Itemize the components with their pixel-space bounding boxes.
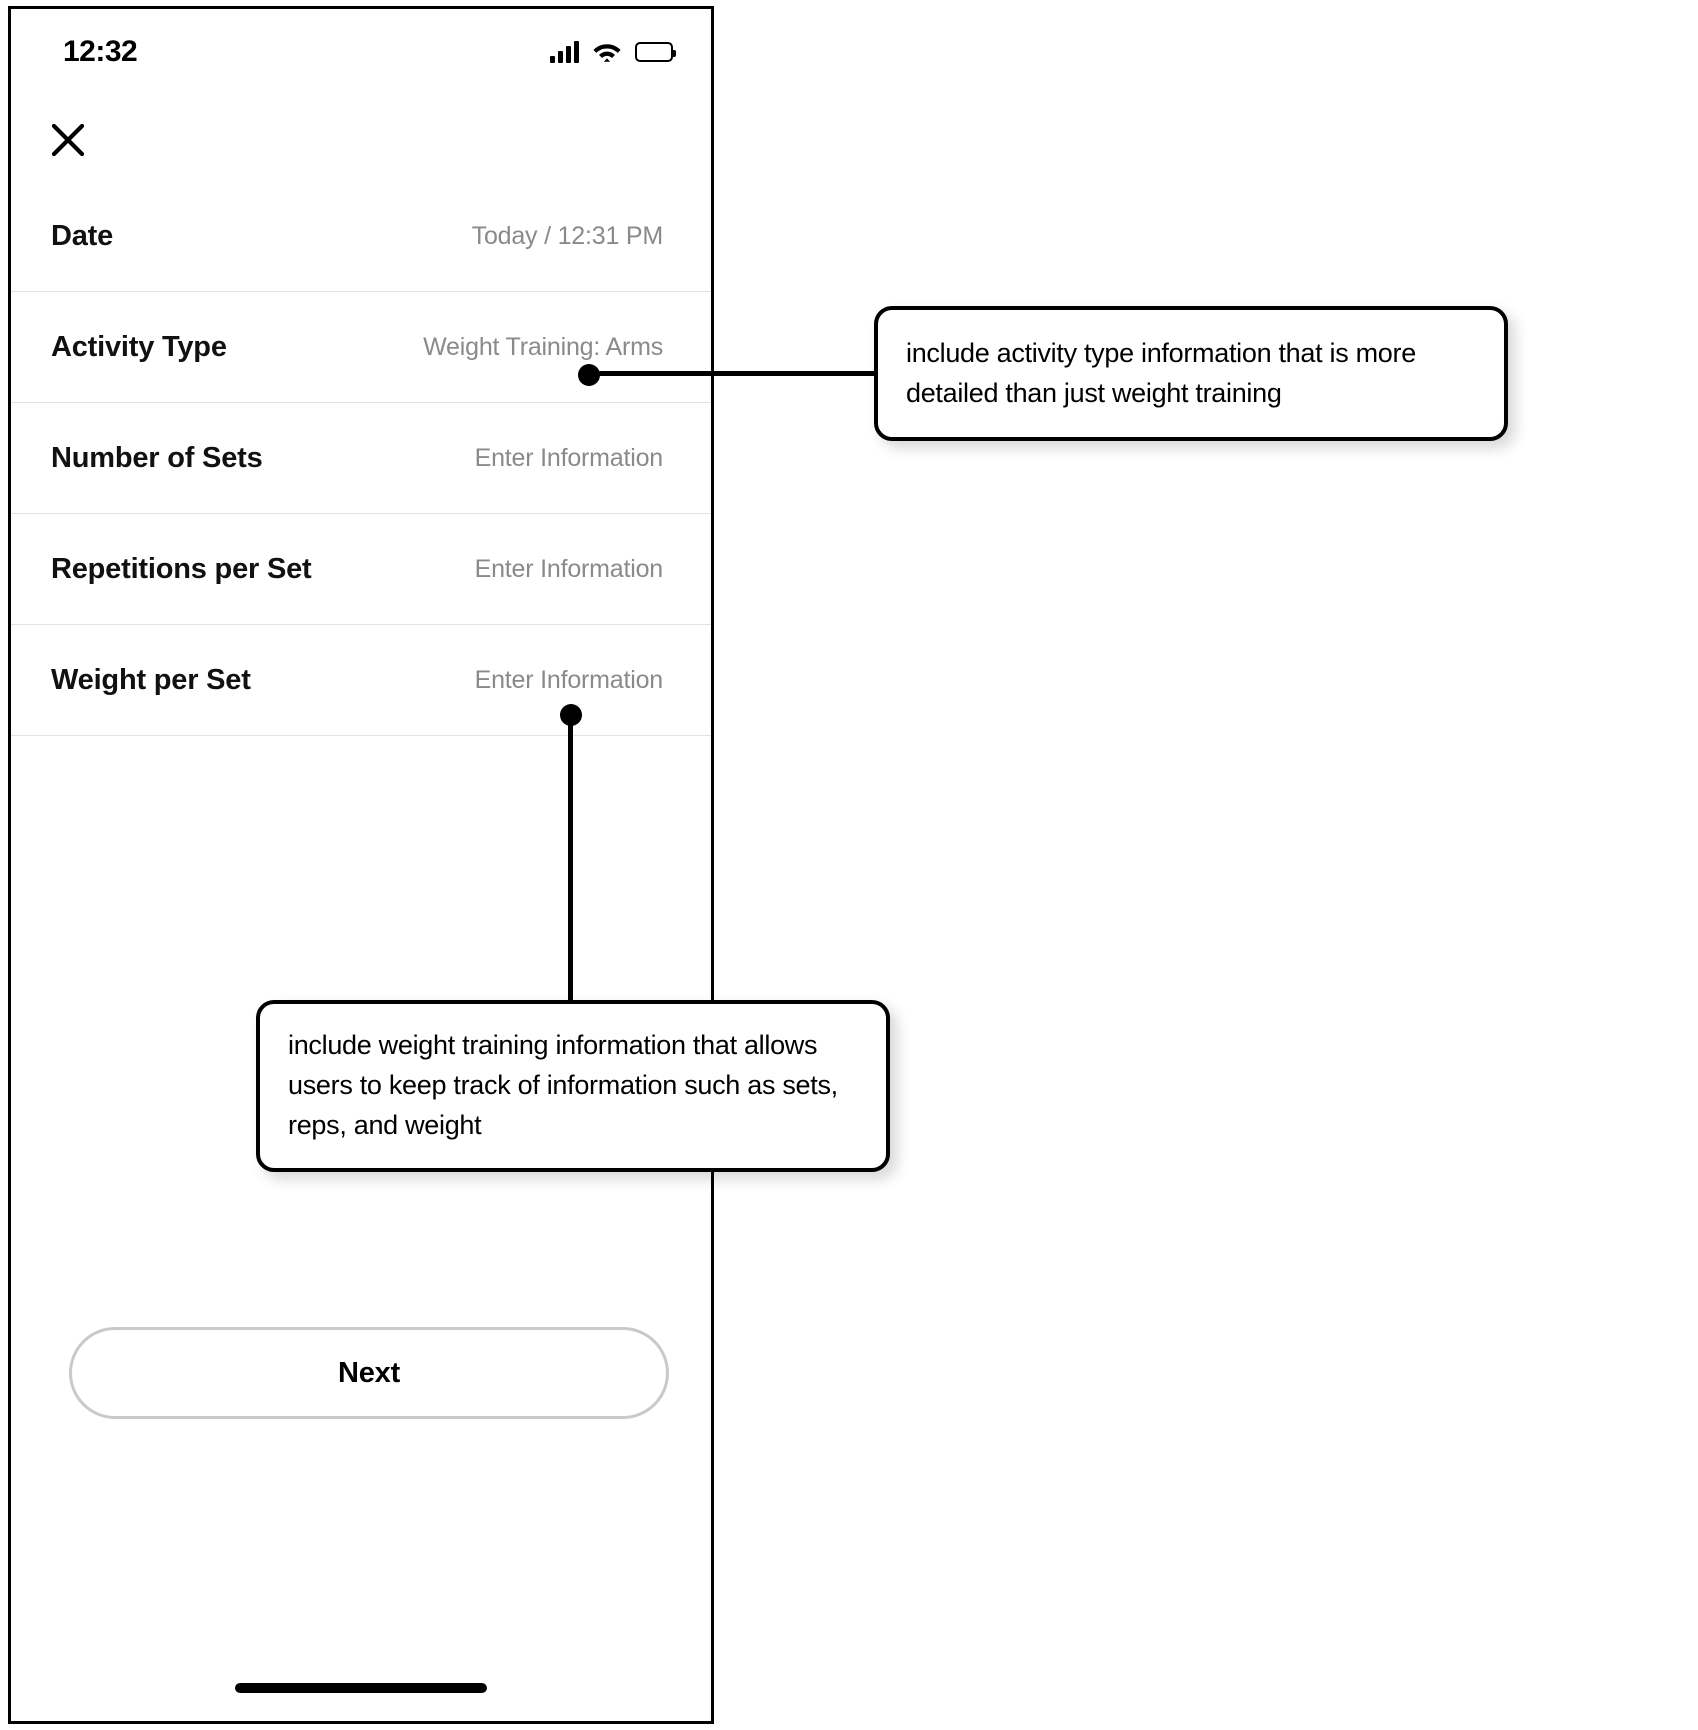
status-time: 12:32 — [63, 35, 138, 68]
form-row-date[interactable]: Date Today / 12:31 PM — [11, 181, 711, 292]
row-label: Weight per Set — [51, 663, 251, 696]
status-icons — [550, 41, 676, 63]
battery-icon — [635, 42, 676, 62]
row-value: Weight Training: Arms — [423, 332, 663, 361]
next-button[interactable]: Next — [69, 1327, 669, 1419]
next-button-label: Next — [337, 1356, 401, 1389]
row-label: Activity Type — [51, 330, 227, 363]
status-bar: 12:32 — [11, 9, 711, 95]
home-indicator — [235, 1683, 487, 1693]
annotation-callout-text: include activity type information that i… — [906, 337, 1416, 408]
row-value-placeholder: Enter Information — [474, 443, 664, 472]
form-row-repetitions-per-set[interactable]: Repetitions per Set Enter Information — [11, 514, 711, 625]
row-label: Date — [51, 219, 114, 252]
row-label: Number of Sets — [51, 441, 263, 474]
row-label: Repetitions per Set — [51, 552, 312, 585]
form-row-number-of-sets[interactable]: Number of Sets Enter Information — [11, 403, 711, 514]
close-icon[interactable] — [45, 117, 91, 163]
form-row-weight-per-set[interactable]: Weight per Set Enter Information — [11, 625, 711, 736]
annotation-callout-text: include weight training information that… — [288, 1030, 838, 1140]
annotation-callout-activity[interactable]: include activity type information that i… — [874, 306, 1508, 441]
annotation-leader-line-weight — [568, 714, 573, 1004]
phone-frame: 12:32 — [8, 6, 714, 1724]
row-value: Today / 12:31 PM — [471, 221, 664, 250]
annotation-leader-line-activity — [589, 371, 874, 376]
annotation-callout-weight[interactable]: include weight training information that… — [256, 1000, 890, 1172]
form-row-activity-type[interactable]: Activity Type Weight Training: Arms — [11, 292, 711, 403]
row-value-placeholder: Enter Information — [474, 665, 664, 694]
activity-form-list: Date Today / 12:31 PM Activity Type Weig… — [11, 181, 711, 736]
wifi-icon — [592, 41, 622, 63]
cellular-signal-icon — [550, 41, 579, 63]
row-value-placeholder: Enter Information — [474, 554, 664, 583]
